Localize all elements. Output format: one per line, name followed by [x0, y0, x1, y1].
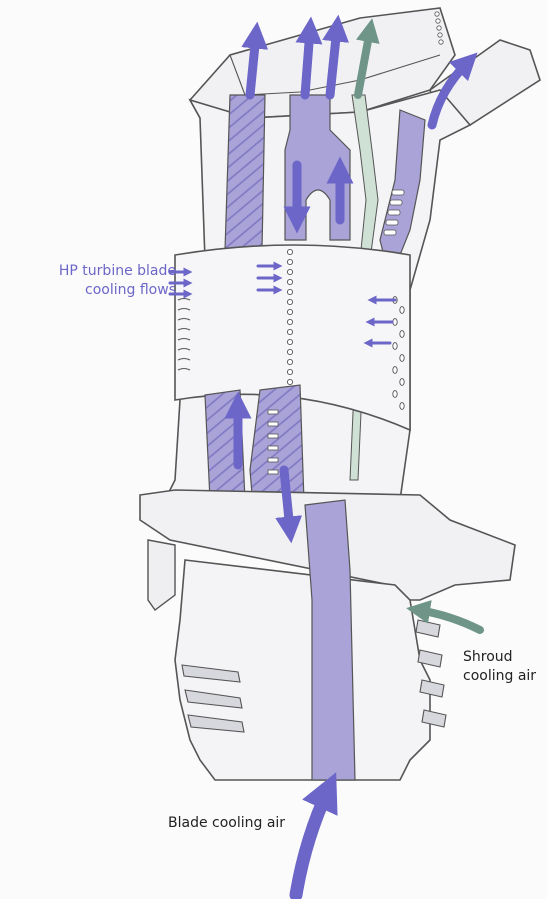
blade-cooling-air-label: Blade cooling air [168, 814, 328, 833]
shroud-label-line-1: Shroud [463, 648, 547, 667]
platform-left-lug [148, 540, 175, 610]
shroud-cooling-air-label: Shroud cooling air [463, 648, 547, 686]
tip-flow-arrow-2 [305, 30, 310, 95]
hp-turbine-blade-label: HP turbine blade cooling flows [6, 262, 176, 300]
hp-label-line-1: HP turbine blade [6, 262, 176, 281]
leading-edge-passage [225, 95, 265, 250]
blade-label-text: Blade cooling air [168, 814, 328, 833]
root-feed-passage [305, 500, 355, 780]
hp-label-line-2: cooling flows [6, 281, 176, 300]
lower-down-arrow [284, 470, 290, 530]
shroud-label-line-2: cooling air [463, 667, 547, 686]
tip-flow-arrow-1 [250, 35, 256, 95]
blade-cooling-inlet-arrow [296, 790, 328, 895]
